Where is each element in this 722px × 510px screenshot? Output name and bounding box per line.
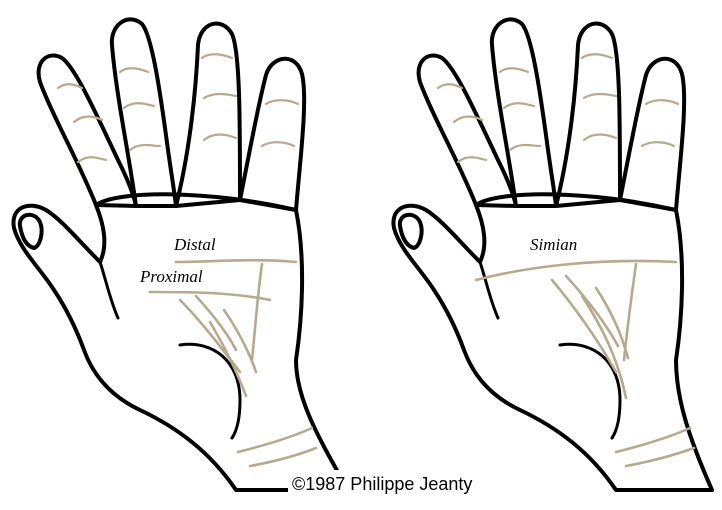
right-little-finger — [419, 55, 516, 206]
right-thumb-nail — [400, 215, 422, 248]
right-thenar-fold — [560, 344, 620, 438]
left-little-finger — [39, 55, 136, 206]
right-middle-finger — [556, 23, 620, 206]
left-thumb-nail — [20, 215, 42, 248]
proximal-label: Proximal — [139, 267, 203, 286]
right-index-finger — [620, 59, 684, 210]
right-palm-creases — [476, 261, 694, 466]
right-hand: Simian — [393, 19, 712, 490]
left-distal-crease — [176, 260, 296, 262]
left-middle-finger — [176, 23, 240, 206]
left-hand: Distal Proximal — [13, 19, 348, 490]
copyright-text: ©1987 Philippe Jeanty — [292, 474, 472, 494]
simian-crease — [476, 261, 676, 280]
left-proximal-crease — [150, 292, 270, 300]
left-ring-finger — [112, 19, 176, 206]
left-index-finger — [240, 59, 304, 210]
right-ring-finger — [492, 19, 556, 206]
right-thumb-web — [480, 262, 498, 318]
distal-label: Distal — [173, 235, 216, 254]
left-thumb-web — [100, 262, 118, 318]
simian-label: Simian — [530, 235, 577, 254]
